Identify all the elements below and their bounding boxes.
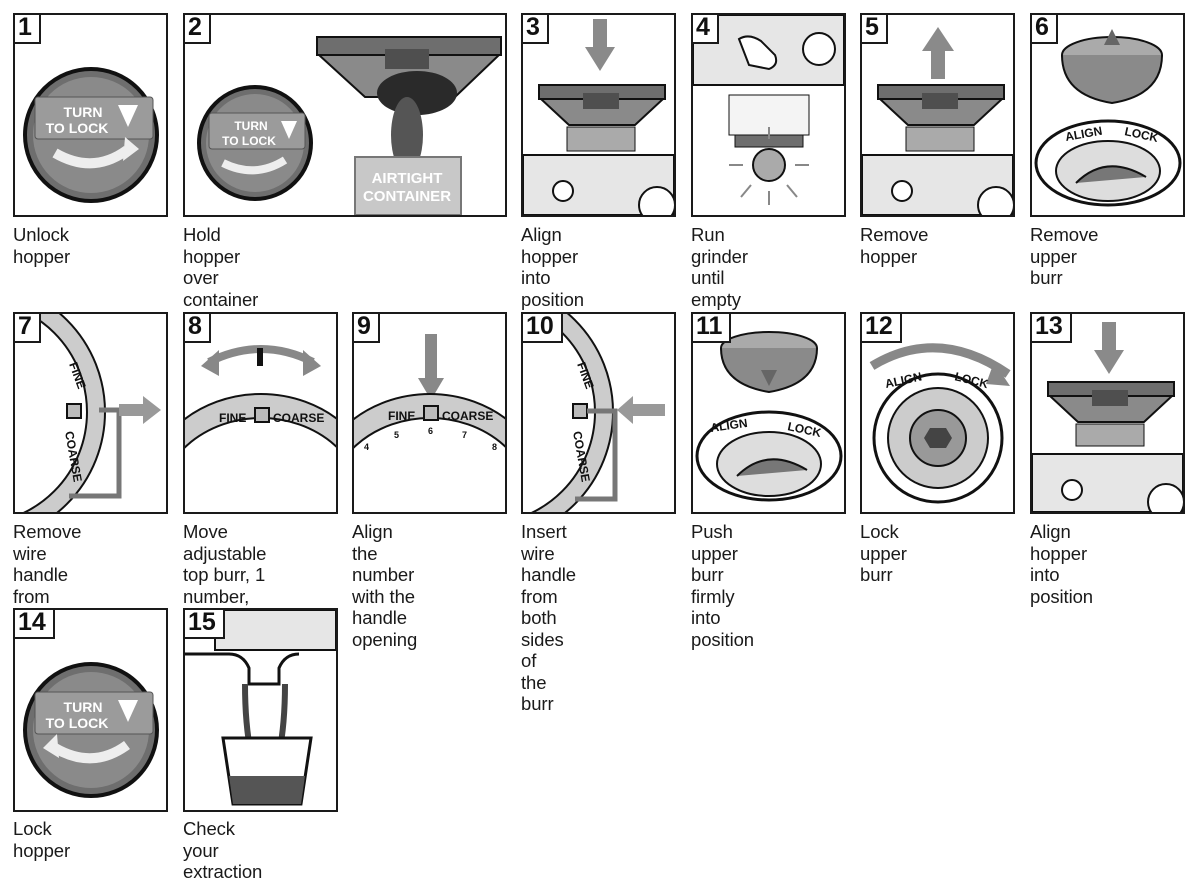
step-2-panel: 2 TURN TO LOCK AIRTIGHT CONTAINER [183, 13, 507, 217]
ring-text-align: ALIGN [709, 416, 748, 435]
step-number: 4 [693, 15, 719, 44]
step-caption: Insert wire handle from both sides of th… [521, 521, 576, 714]
step-number: 6 [1032, 15, 1058, 44]
align-hopper-illustration [523, 19, 674, 215]
step-14-panel: 14 TURN TO LOCK [13, 608, 168, 812]
burr-text-coarse: COARSE [442, 409, 493, 423]
run-grinder-illustration [693, 15, 844, 205]
step-number: 10 [523, 314, 563, 343]
align-number-illustration: FINE COARSE 4 5 6 7 8 [354, 334, 505, 512]
container-text-2: CONTAINER [363, 188, 451, 205]
step-number: 11 [693, 314, 732, 343]
step-13-panel: 13 [1030, 312, 1185, 514]
step-7-panel: 7 FINE COARSE [13, 312, 168, 514]
step-caption: Unlock hopper [13, 224, 71, 267]
step-caption: Check your extraction [183, 818, 263, 882]
push-burr-illustration: ALIGN LOCK [695, 331, 843, 502]
dial-text-1: TURN [64, 104, 103, 120]
step-caption: Remove upper burr [1030, 224, 1099, 288]
step-5-panel: 5 [860, 13, 1015, 217]
step-11-panel: 11 ALIGN LOCK [691, 312, 846, 514]
step-3-panel: 3 [521, 13, 676, 217]
remove-handle-illustration: FINE COARSE [15, 314, 161, 512]
dial-text-2: TO LOCK [222, 134, 276, 148]
step-number: 3 [523, 15, 549, 44]
step-12-panel: 12 ALIGN LOCK [860, 312, 1015, 514]
step-10-panel: 10 FINE COARSE [521, 312, 676, 514]
step-6-panel: 6 ALIGN LOCK [1030, 13, 1185, 217]
step-caption: Align hopper into position [1030, 521, 1093, 607]
move-burr-illustration: FINE COARSE [185, 345, 336, 512]
step-8-panel: 8 FINE COARSE [183, 312, 338, 514]
hopper-dial-illustration: TURN TO LOCK [23, 662, 159, 798]
step-number: 13 [1032, 314, 1072, 343]
step-number: 2 [185, 15, 211, 44]
scale-8: 8 [492, 442, 497, 452]
dial-text-2: TO LOCK [46, 120, 109, 136]
step-number: 1 [15, 15, 41, 44]
step-number: 14 [15, 610, 55, 639]
step-9-panel: 9 FINE COARSE 4 5 6 7 8 [352, 312, 507, 514]
step-4-panel: 4 [691, 13, 846, 217]
lock-burr-illustration: ALIGN LOCK [869, 343, 1011, 504]
step-number: 15 [185, 610, 225, 639]
scale-6: 6 [428, 426, 433, 436]
burr-text-fine: FINE [219, 411, 246, 425]
step-number: 8 [185, 314, 211, 343]
hopper-dial-illustration: TURN TO LOCK [23, 67, 159, 203]
step-caption: Remove hopper [860, 224, 929, 267]
step-number: 12 [862, 314, 902, 343]
step-caption: Lock upper burr [860, 521, 907, 585]
extraction-illustration [185, 610, 336, 806]
ring-text-lock: LOCK [786, 419, 822, 440]
step-15-panel: 15 [183, 608, 338, 812]
step-1-panel: 1 TURN TO LOCK [13, 13, 168, 217]
ring-text-align: ALIGN [1064, 124, 1103, 144]
remove-hopper-illustration [862, 27, 1013, 215]
dial-text-2: TO LOCK [46, 715, 109, 731]
burr-text-coarse: COARSE [273, 411, 324, 425]
step-caption: Push upper burr firmly into position [691, 521, 754, 650]
burr-text-fine: FINE [388, 409, 415, 423]
pour-beans-illustration: TURN TO LOCK AIRTIGHT CONTAINER [197, 36, 502, 215]
step-caption: Align the number with the handle opening [352, 521, 418, 650]
remove-burr-illustration: ALIGN LOCK [1034, 29, 1182, 207]
step-caption: Lock hopper [13, 818, 71, 861]
step-caption: Align hopper into position [521, 224, 584, 310]
step-number: 7 [15, 314, 41, 343]
step-number: 5 [862, 15, 888, 44]
dial-text-1: TURN [64, 699, 103, 715]
scale-5: 5 [394, 430, 399, 440]
dial-text-1: TURN [234, 119, 267, 133]
ring-text-lock: LOCK [1123, 124, 1159, 145]
container-text-1: AIRTIGHT [372, 170, 443, 187]
scale-4: 4 [364, 442, 369, 452]
scale-7: 7 [462, 430, 467, 440]
step-caption: Run grinder until empty [691, 224, 748, 310]
insert-handle-illustration: FINE COARSE [523, 314, 665, 512]
step-number: 9 [354, 314, 380, 343]
align-hopper-illustration [1032, 322, 1183, 512]
